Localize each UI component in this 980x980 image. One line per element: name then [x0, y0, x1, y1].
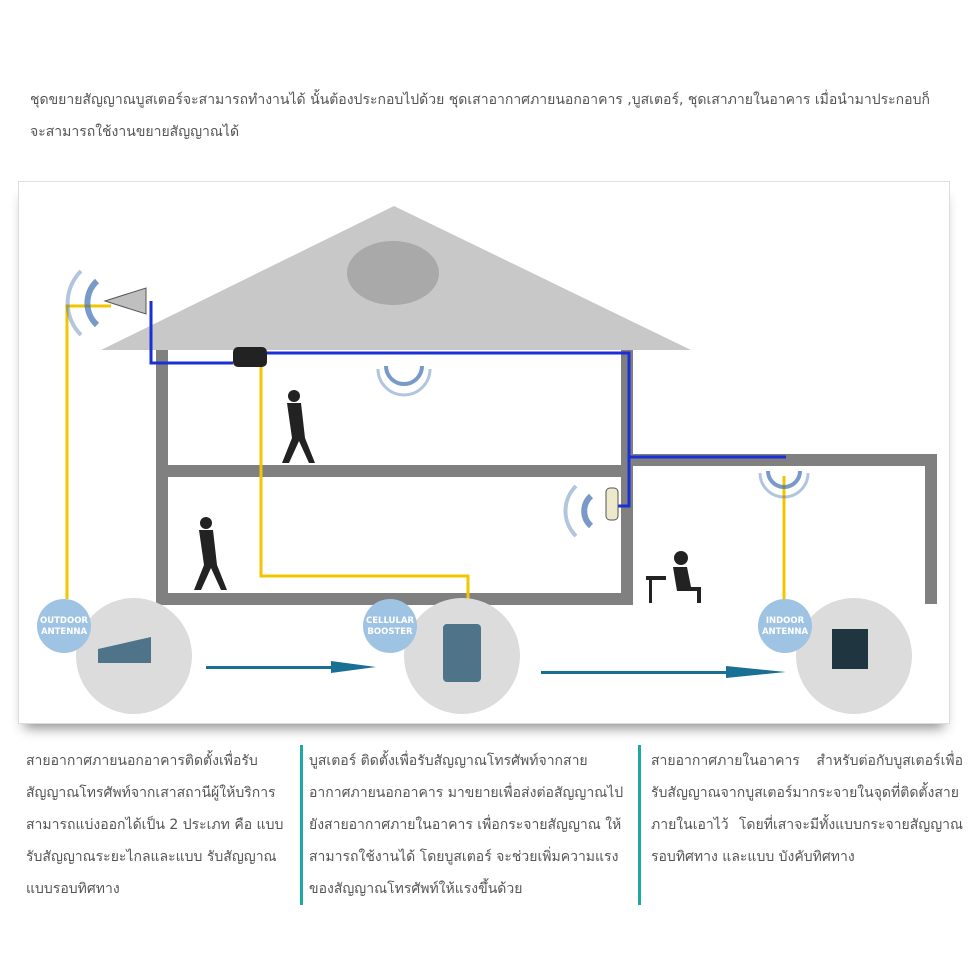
intro-text: ชุดขยายสัญญาณบูสเตอร์จะสามารถทำงานได้ นั…: [30, 92, 930, 140]
svg-text:OUTDOOR: OUTDOOR: [40, 616, 88, 626]
svg-text:INDOOR: INDOOR: [766, 616, 805, 626]
indoor-antenna-panel: INDOOR ANTENNA: [758, 598, 912, 714]
svg-text:BOOSTER: BOOSTER: [367, 627, 413, 637]
svg-text:ANTENNA: ANTENNA: [762, 627, 809, 637]
indoor-antenna-description: สายอากาศภายในอาคาร สำหรับต่อกับบูสเตอร์เ…: [638, 745, 963, 905]
svg-text:CELLULAR: CELLULAR: [366, 616, 414, 626]
booster-description: บูสเตอร์ ติดตั้งเพื่อรับสัญญาณโทรศัพท์จา…: [300, 745, 629, 905]
booster-installation-diagram: OUTDOOR ANTENNA CELLULAR BOOSTER INDOOR …: [18, 181, 950, 724]
booster-icon: [233, 347, 267, 367]
outdoor-antenna-description: สายอากาศภายนอกอาคารติดตั้งเพื่อรับสัญญาณ…: [26, 753, 284, 897]
outdoor-antenna-icon: [103, 287, 147, 315]
flow-arrow-icon: [206, 661, 786, 678]
svg-text:ANTENNA: ANTENNA: [41, 627, 88, 637]
person-icon: [194, 390, 701, 603]
house: [101, 206, 937, 605]
signal-waves-icon: [65, 269, 810, 538]
outdoor-antenna-panel: OUTDOOR ANTENNA: [37, 598, 192, 714]
wall-antenna-icon: [605, 487, 619, 521]
booster-panel: CELLULAR BOOSTER: [363, 598, 520, 714]
cables: [65, 301, 786, 601]
